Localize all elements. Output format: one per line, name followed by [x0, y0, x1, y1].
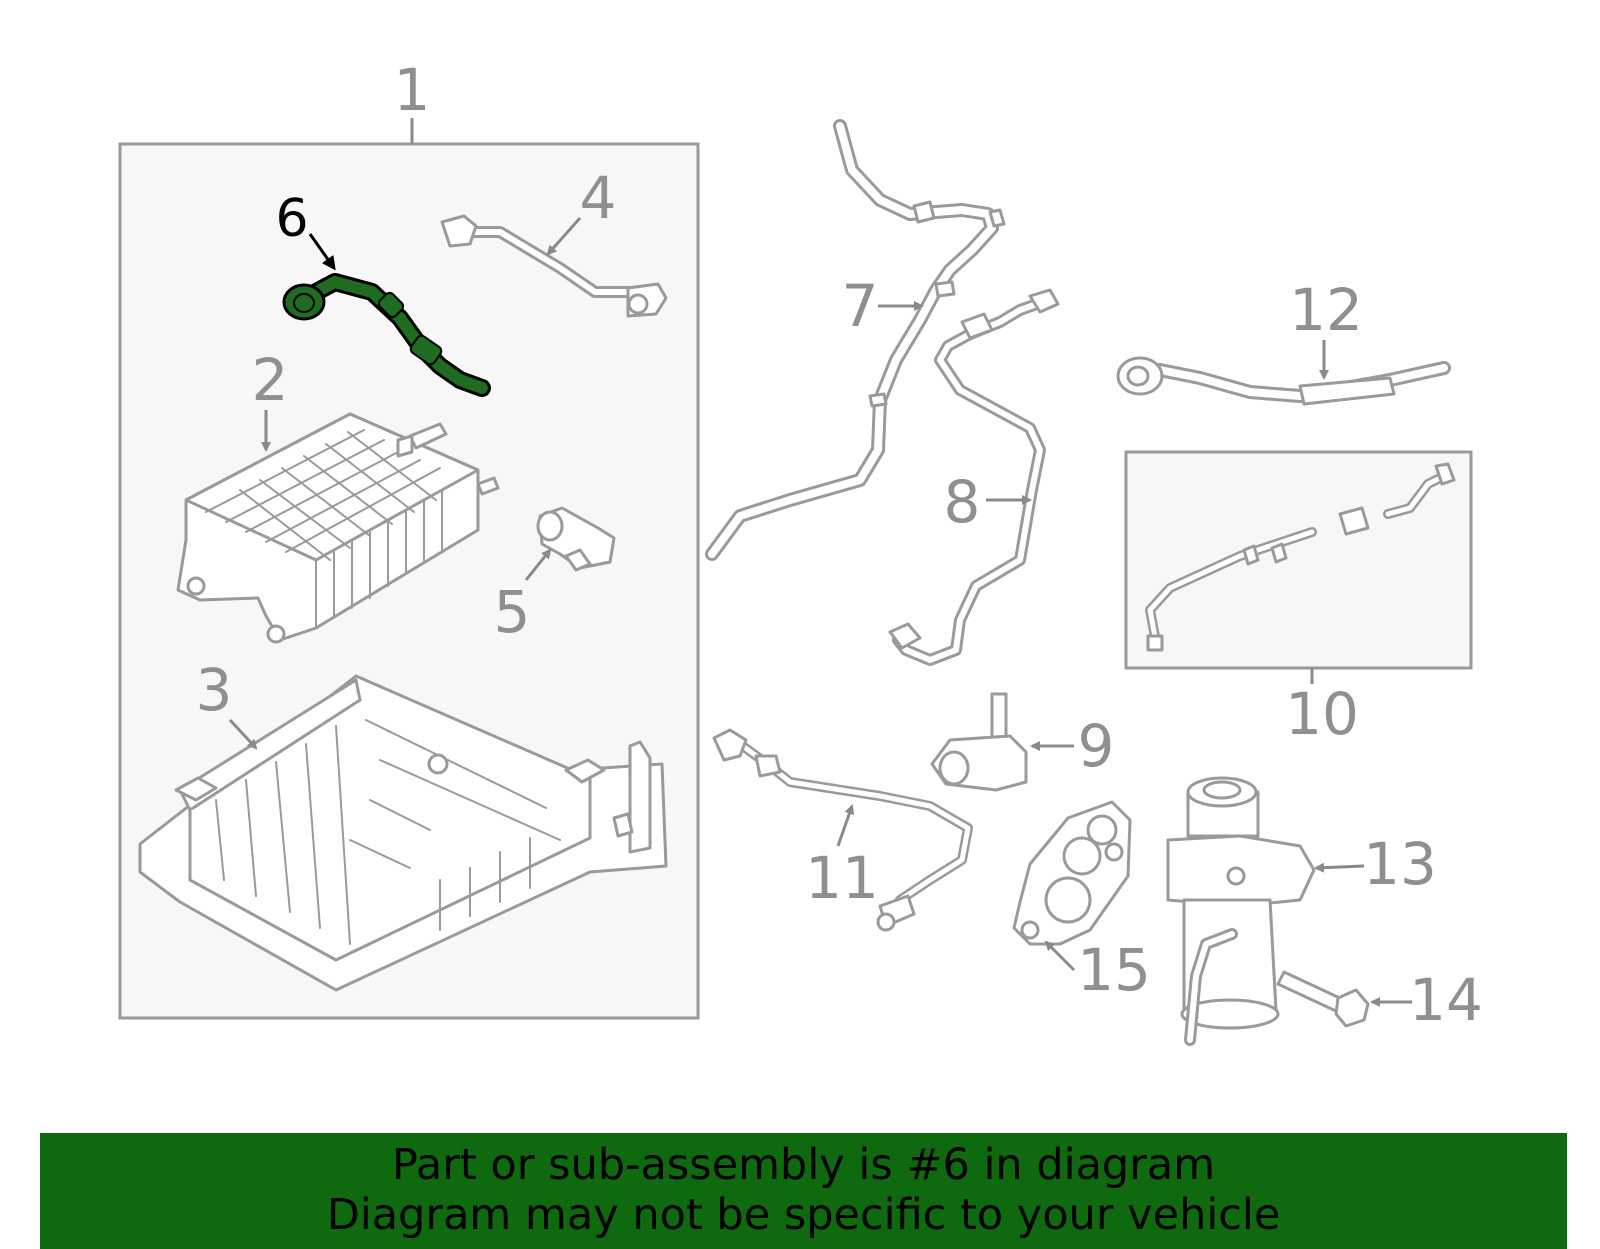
info-banner: Part or sub-assembly is #6 in diagram Di… — [40, 1133, 1567, 1249]
part-14-bolt[interactable] — [1276, 970, 1370, 1028]
callout-11[interactable]: 11 — [805, 844, 879, 912]
callout-7[interactable]: 7 — [842, 272, 879, 340]
callout-14[interactable]: 14 — [1409, 966, 1483, 1034]
callout-1[interactable]: 1 — [394, 56, 431, 124]
callout-2[interactable]: 2 — [252, 346, 289, 414]
callout-9[interactable]: 9 — [1078, 712, 1115, 780]
callout-12[interactable]: 12 — [1289, 276, 1363, 344]
part-9-sensor[interactable] — [930, 692, 1028, 792]
callout-4[interactable]: 4 — [580, 164, 617, 232]
part-11-harness[interactable] — [712, 728, 973, 932]
callout-3[interactable]: 3 — [196, 656, 233, 724]
part-12-hose[interactable] — [1116, 356, 1451, 406]
part-2-canister[interactable] — [176, 412, 500, 644]
callout-5[interactable]: 5 — [494, 578, 531, 646]
part-7-long-hose[interactable] — [705, 119, 1006, 561]
part-4-hose[interactable] — [440, 214, 668, 318]
part-6-vent-hose[interactable] — [282, 273, 491, 397]
part-8-hose[interactable] — [888, 288, 1060, 666]
part-3-bracket[interactable] — [138, 674, 668, 992]
part-13-egr-valve[interactable] — [1166, 776, 1316, 1046]
callout-8[interactable]: 8 — [944, 468, 981, 536]
assembly-box-10 — [1124, 450, 1473, 684]
banner-line-1: Part or sub-assembly is #6 in diagram — [391, 1140, 1216, 1190]
callout-13[interactable]: 13 — [1363, 830, 1437, 898]
part-5-valve[interactable] — [536, 506, 616, 572]
callout-15[interactable]: 15 — [1077, 936, 1151, 1004]
banner-line-2: Diagram may not be specific to your vehi… — [326, 1190, 1281, 1240]
callout-6[interactable]: 6 — [275, 189, 308, 249]
callout-10[interactable]: 10 — [1285, 680, 1359, 748]
part-15-gasket[interactable] — [1012, 800, 1132, 946]
